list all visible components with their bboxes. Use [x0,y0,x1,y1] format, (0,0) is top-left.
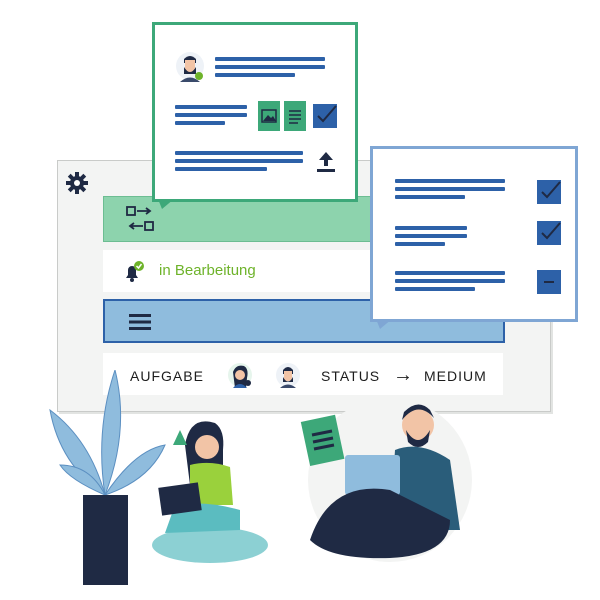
task-info-row: AUFGABE STATUS → MEDIUM [103,353,503,395]
gear-icon[interactable] [64,170,90,196]
man-illustration [300,398,472,562]
task-label: AUFGABE [130,368,204,384]
checkbox-icon[interactable] [537,180,561,204]
avatar[interactable] [227,362,253,388]
upload-icon[interactable] [316,151,336,173]
status-column-label: STATUS [321,368,381,384]
workflow-arrows-icon [126,206,154,231]
image-document-icon[interactable] [258,101,280,131]
woman-illustration [152,421,268,563]
status-label: in Bearbeitung [159,262,256,279]
checkbox-icon[interactable] [537,221,561,245]
card-pointer [158,199,174,209]
card-pointer [376,319,392,329]
avatar [176,52,204,82]
avatar[interactable] [275,362,301,388]
arrow-right-icon: → [393,364,414,386]
plant-illustration [49,370,166,585]
bell-icon [126,261,144,282]
priority-label: MEDIUM [424,368,487,384]
text-document-icon[interactable] [284,101,306,131]
checkbox-icon[interactable] [313,104,337,128]
checklist-card[interactable] [370,146,578,329]
checkbox-partial-icon[interactable] [537,270,561,294]
hamburger-menu-icon[interactable] [129,313,151,331]
task-detail-card[interactable] [152,22,358,209]
